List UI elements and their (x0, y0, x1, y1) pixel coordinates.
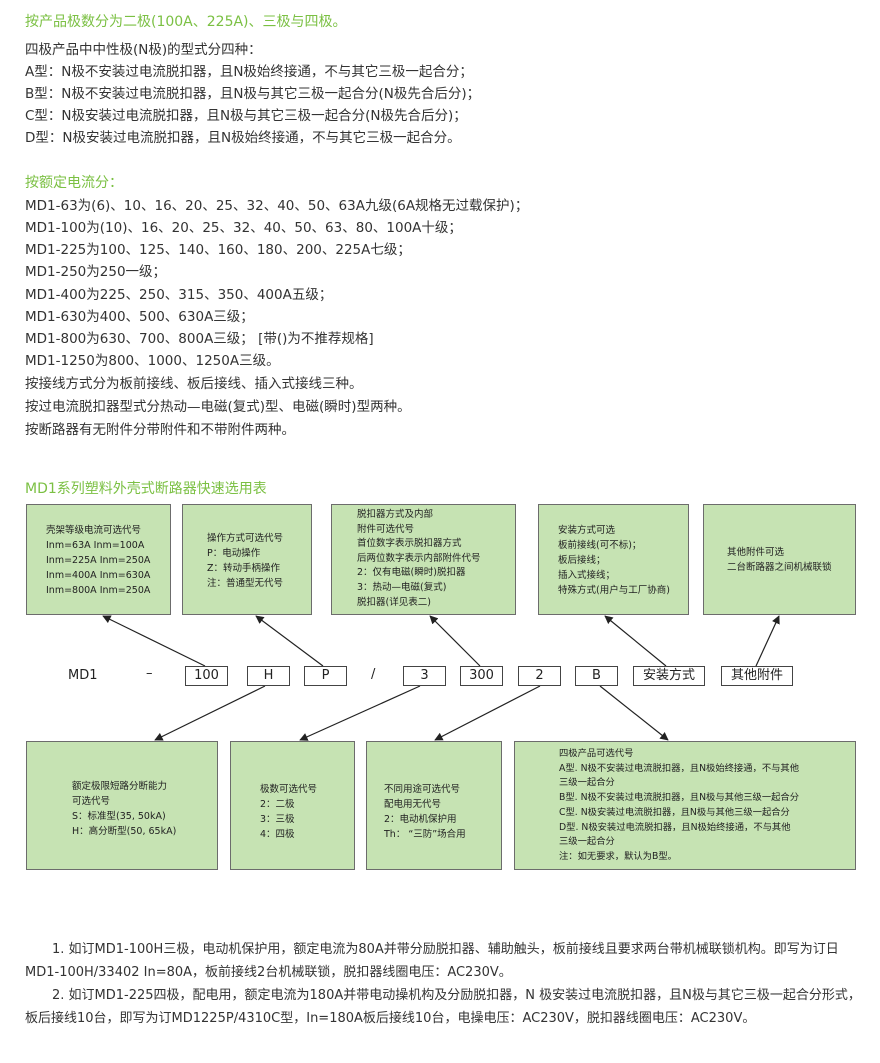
box-line: 2：仅有电磁(瞬时)脱扣器 (357, 567, 466, 579)
box-line: 2：二极 (260, 799, 295, 810)
code-poles: 3 (403, 666, 446, 686)
text-line: 按断路器有无附件分带附件和不带附件两种。 (25, 422, 295, 438)
box-line: A型. N极不安装过电流脱扣器，且N极始终接通，不与其他 (559, 762, 800, 774)
box-line: 注：普通型无代号 (207, 578, 284, 589)
text-line: D型：N极安装过电流脱扣器，且N极始终接通，不与其它三极一起合分。 (25, 130, 461, 146)
text-line: 按过电流脱扣器型式分热动—电磁(复式)型、电磁(瞬时)型两种。 (25, 399, 411, 415)
box-line: 四极产品可选代号 (559, 748, 634, 759)
box-line: 板前接线(可不标)； (558, 540, 642, 551)
box-line: S：标准型(35, 50kA) (72, 811, 166, 822)
text-line: C型：N极安装过电流脱扣器，且N极与其它三极一起合分(N极先合后分)； (25, 108, 467, 124)
arrow-fourpole (599, 685, 669, 741)
box-line: 可选代号 (72, 796, 111, 807)
text-line: 按接线方式分为板前接线、板后接线、插入式接线三种。 (25, 376, 363, 392)
box-line: 其他附件可选 (727, 547, 785, 558)
operation-mode-box: 操作方式可选代号 P：电动操作 Z：转动手柄操作 注：普通型无代号 (182, 504, 312, 615)
code-slash: / (371, 667, 376, 682)
text-line: MD1-63为(6)、10、16、20、25、32、40、50、63A九级(6A… (25, 198, 529, 214)
frame-current-box: 壳架等级电流可选代号 Inm=63A Inm=100A Inm=225A Inm… (26, 504, 171, 615)
box-line: 二台断路器之间机械联锁 (727, 562, 832, 573)
box-line: 壳架等级电流可选代号 (46, 525, 142, 536)
text-line: MD1-250为250一级； (25, 264, 167, 280)
breaking-capacity-box: 额定极限短路分断能力 可选代号 S：标准型(35, 50kA) H：高分断型(5… (26, 741, 218, 870)
box-line: Inm=225A Inm=250A (46, 555, 151, 566)
code-fourpole-type: B (575, 666, 618, 686)
diagram-title: MD1系列塑料外壳式断路器快速选用表 (25, 481, 267, 497)
box-line: 3：三极 (260, 814, 295, 825)
four-pole-type-box: 四极产品可选代号 A型. N极不安装过电流脱扣器，且N极始终接通，不与其他 三级… (514, 741, 856, 870)
box-line: 操作方式可选代号 (207, 533, 284, 544)
usage-box: 不同用途可选代号 配电用无代号 2：电动机保护用 Th： “三防”场合用 (366, 741, 502, 870)
box-line: Th： “三防”场合用 (384, 829, 466, 840)
box-line: P：电动操作 (207, 548, 261, 559)
text-line: MD1-1250为800、1000、1250A三级。 (25, 353, 280, 369)
order-example-2: 2. 如订MD1-225四极，配电用，额定电流为180A并带电动操机构及分励脱扣… (25, 988, 861, 1026)
arrow-operation (255, 615, 324, 667)
box-line: 4：四极 (260, 829, 295, 840)
code-dash: – (146, 666, 153, 681)
text-line: MD1-225为100、125、140、160、180、200、225A七级； (25, 242, 411, 258)
text-line: B型：N极不安装过电流脱扣器，且N极与其它三极一起合分(N极先合后分)； (25, 86, 481, 102)
box-line: 脱扣器方式及内部 (357, 509, 434, 520)
box-line: D型. N极安装过电流脱扣器，且N极始终接通，不与其他 (559, 821, 791, 833)
code-usage: 2 (518, 666, 561, 686)
code-release: 300 (460, 666, 503, 686)
box-line: 板后接线； (558, 555, 606, 566)
text-line: MD1-400为225、250、315、350、400A五级； (25, 287, 333, 303)
box-line: 3：热动—电磁(复式) (357, 581, 447, 593)
box-line: 2：电动机保护用 (384, 814, 457, 825)
box-line: 三级一起合分 (559, 836, 615, 848)
box-line: C型. N极安装过电流脱扣器，且N极与其他三级一起合分 (559, 806, 790, 818)
current-heading: 按额定电流分： (25, 175, 123, 191)
box-line: H：高分断型(50, 65kA) (72, 826, 177, 837)
arrow-install (604, 615, 667, 667)
box-line: 额定极限短路分断能力 (72, 781, 168, 792)
arrow-usage (434, 685, 541, 741)
box-line: 附件可选代号 (357, 523, 415, 535)
box-line: Inm=63A Inm=100A (46, 540, 145, 551)
poles-heading: 按产品极数分为二极(100A、225A)、三极与四极。 (25, 14, 347, 30)
text-line: MD1-630为400、500、630A三级； (25, 309, 254, 325)
order-example-1: 1. 如订MD1-100H三极，电动机保护用，额定电流为80A并带分励脱扣器、辅… (25, 942, 839, 980)
box-line: 不同用途可选代号 (384, 784, 461, 795)
arrow-accessory (755, 615, 780, 667)
text-line: 四极产品中中性极(N极)的型式分四种： (25, 42, 262, 58)
box-line: 首位数字表示脱扣器方式 (357, 538, 462, 550)
arrow-release (429, 615, 481, 667)
box-line: 插入式接线； (558, 570, 616, 581)
box-line: 配电用无代号 (384, 799, 442, 810)
box-line: 脱扣器(详见表二) (357, 596, 431, 608)
model-prefix: MD1 (68, 668, 98, 683)
box-line: 特殊方式(用户与工厂协商) (558, 585, 670, 596)
arrow-poles (299, 685, 421, 741)
install-mode-box: 安装方式可选 板前接线(可不标)； 板后接线； 插入式接线； 特殊方式(用户与工… (538, 504, 689, 615)
box-line: Inm=800A Inm=250A (46, 585, 151, 596)
code-other-accessory: 其他附件 (721, 666, 793, 686)
box-line: B型. N极不安装过电流脱扣器，且N极与其他三级一起合分 (559, 792, 800, 804)
text-line: MD1-100为(10)、16、20、25、32、40、50、63、80、100… (25, 220, 462, 236)
box-line: 注：如无要求，默认为B型。 (559, 850, 677, 862)
arrow-breaking (154, 685, 266, 741)
arrow-frame-current (102, 615, 206, 667)
box-line: 三级一起合分 (559, 777, 615, 789)
poles-box: 极数可选代号 2：二极 3：三极 4：四极 (230, 741, 355, 870)
code-operation: P (304, 666, 347, 686)
box-line: 安装方式可选 (558, 525, 616, 536)
box-line: Inm=400A Inm=630A (46, 570, 151, 581)
box-line: 后两位数字表示内部附件代号 (357, 552, 481, 564)
box-line: Z：转动手柄操作 (207, 563, 281, 574)
other-accessory-box: 其他附件可选 二台断路器之间机械联锁 (703, 504, 856, 615)
text-line: MD1-800为630、700、800A三级； [带()为不推荐规格] (25, 331, 374, 347)
release-mode-box: 脱扣器方式及内部 附件可选代号 首位数字表示脱扣器方式 后两位数字表示内部附件代… (331, 504, 516, 615)
code-install-mode: 安装方式 (633, 666, 705, 686)
box-line: 极数可选代号 (260, 784, 318, 795)
code-frame-current: 100 (185, 666, 228, 686)
text-line: A型：N极不安装过电流脱扣器，且N极始终接通，不与其它三极一起合分； (25, 64, 473, 80)
code-breaking-capacity: H (247, 666, 290, 686)
